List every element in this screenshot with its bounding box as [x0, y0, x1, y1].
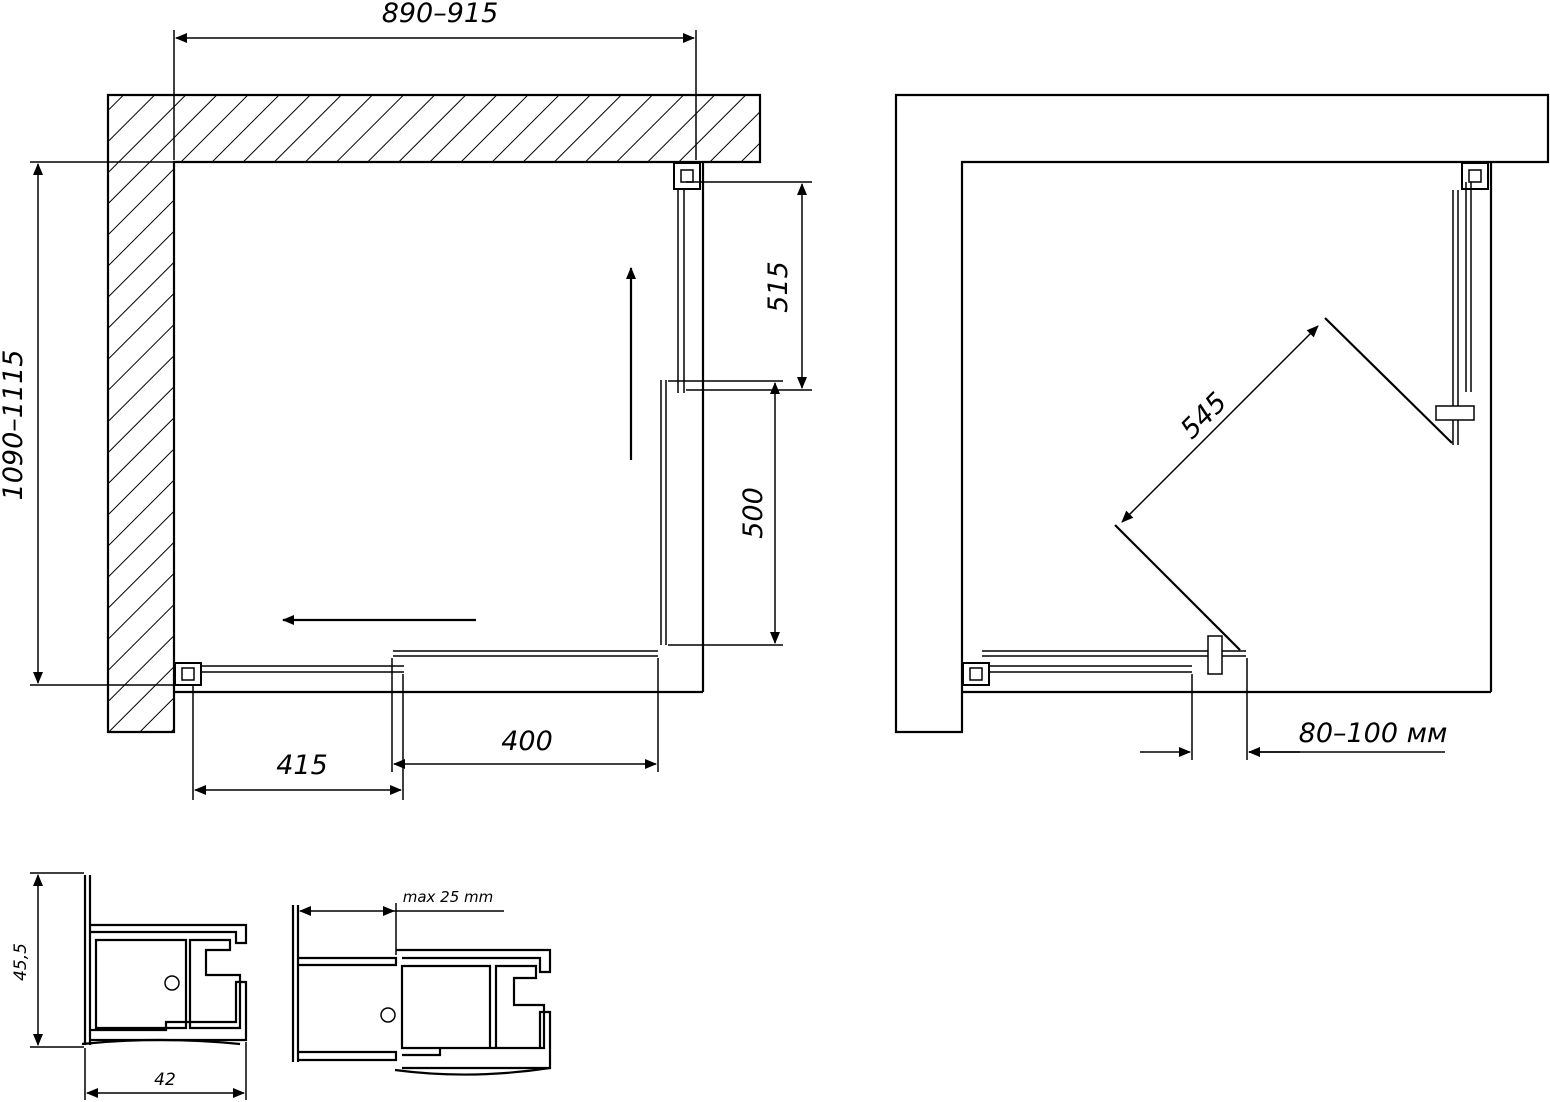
dim-profile-width-label: 42 — [154, 1070, 176, 1090]
wall-profile-top — [673, 162, 701, 190]
wall-profile-inner-top — [680, 169, 694, 183]
side-sliding-door — [660, 380, 667, 645]
dim-width-label: 890–915 — [382, 0, 499, 29]
inner-profile-b — [396, 948, 552, 1070]
dim-profile-width: 42 — [84, 1042, 247, 1100]
plan-view-closed: 890–915 1090–1115 515 500 41 — [0, 0, 812, 800]
outer-profile-b — [298, 956, 398, 1062]
front-fixed-panel — [202, 665, 404, 673]
enclosure-outline-open — [962, 162, 1493, 694]
dim-profile-height-label: 45,5 — [11, 943, 31, 981]
dim-profile-height: 45,5 — [11, 872, 84, 1048]
front-panels-open — [982, 635, 1246, 675]
wall-strip — [83, 875, 92, 1045]
bottom-seal-b — [394, 1066, 551, 1076]
plan-view-open: 545 80–100 мм — [894, 93, 1550, 760]
side-panels-open — [1435, 182, 1475, 445]
side-fixed-panel — [677, 190, 685, 393]
bottom-seal — [81, 1038, 241, 1046]
dim-width: 890–915 — [173, 0, 697, 160]
dim-front-fixed: 415 — [192, 674, 404, 800]
dim-door-diagonal-label: 545 — [1175, 387, 1233, 445]
dim-wall-gap: 80–100 мм — [1140, 658, 1447, 760]
dim-fixed-panel: 515 — [686, 181, 812, 391]
dim-max-adjust-label: max 25 mm — [403, 888, 494, 906]
outer-profile — [90, 923, 248, 1042]
dim-front-opening: 400 — [391, 658, 659, 772]
wall-profile-inner-bottom-open — [969, 667, 983, 681]
dim-wall-gap-label: 80–100 мм — [1299, 718, 1448, 749]
inner-profile — [94, 938, 242, 1030]
dim-front-fixed-label: 415 — [276, 750, 328, 781]
front-sliding-door — [393, 650, 658, 657]
wall-outline — [894, 93, 1550, 734]
wall-section — [106, 93, 762, 734]
profile-detail-extended: max 25 mm — [291, 888, 552, 1076]
wall-profile-inner-bottom — [181, 667, 195, 681]
enclosure-outline — [174, 162, 705, 694]
opened-door-side — [1324, 317, 1453, 444]
wall-profile-inner-top-open — [1468, 169, 1482, 183]
dim-max-adjust: max 25 mm — [299, 888, 504, 955]
dim-door-diagonal: 545 — [1121, 325, 1319, 523]
dim-side-opening: 500 — [668, 380, 783, 646]
profile-detail-closed: 45,5 42 — [11, 872, 248, 1100]
dim-depth-label: 1090–1115 — [0, 350, 29, 501]
dim-side-opening-label: 500 — [738, 487, 769, 539]
wall-strip-b — [291, 905, 300, 1062]
screw-icon — [164, 975, 180, 991]
dim-depth: 1090–1115 — [0, 161, 190, 686]
opened-door-front — [1114, 524, 1241, 651]
screw-icon-b — [380, 1007, 396, 1023]
dim-fixed-panel-label: 515 — [763, 261, 794, 313]
dim-front-opening-label: 400 — [501, 726, 553, 757]
